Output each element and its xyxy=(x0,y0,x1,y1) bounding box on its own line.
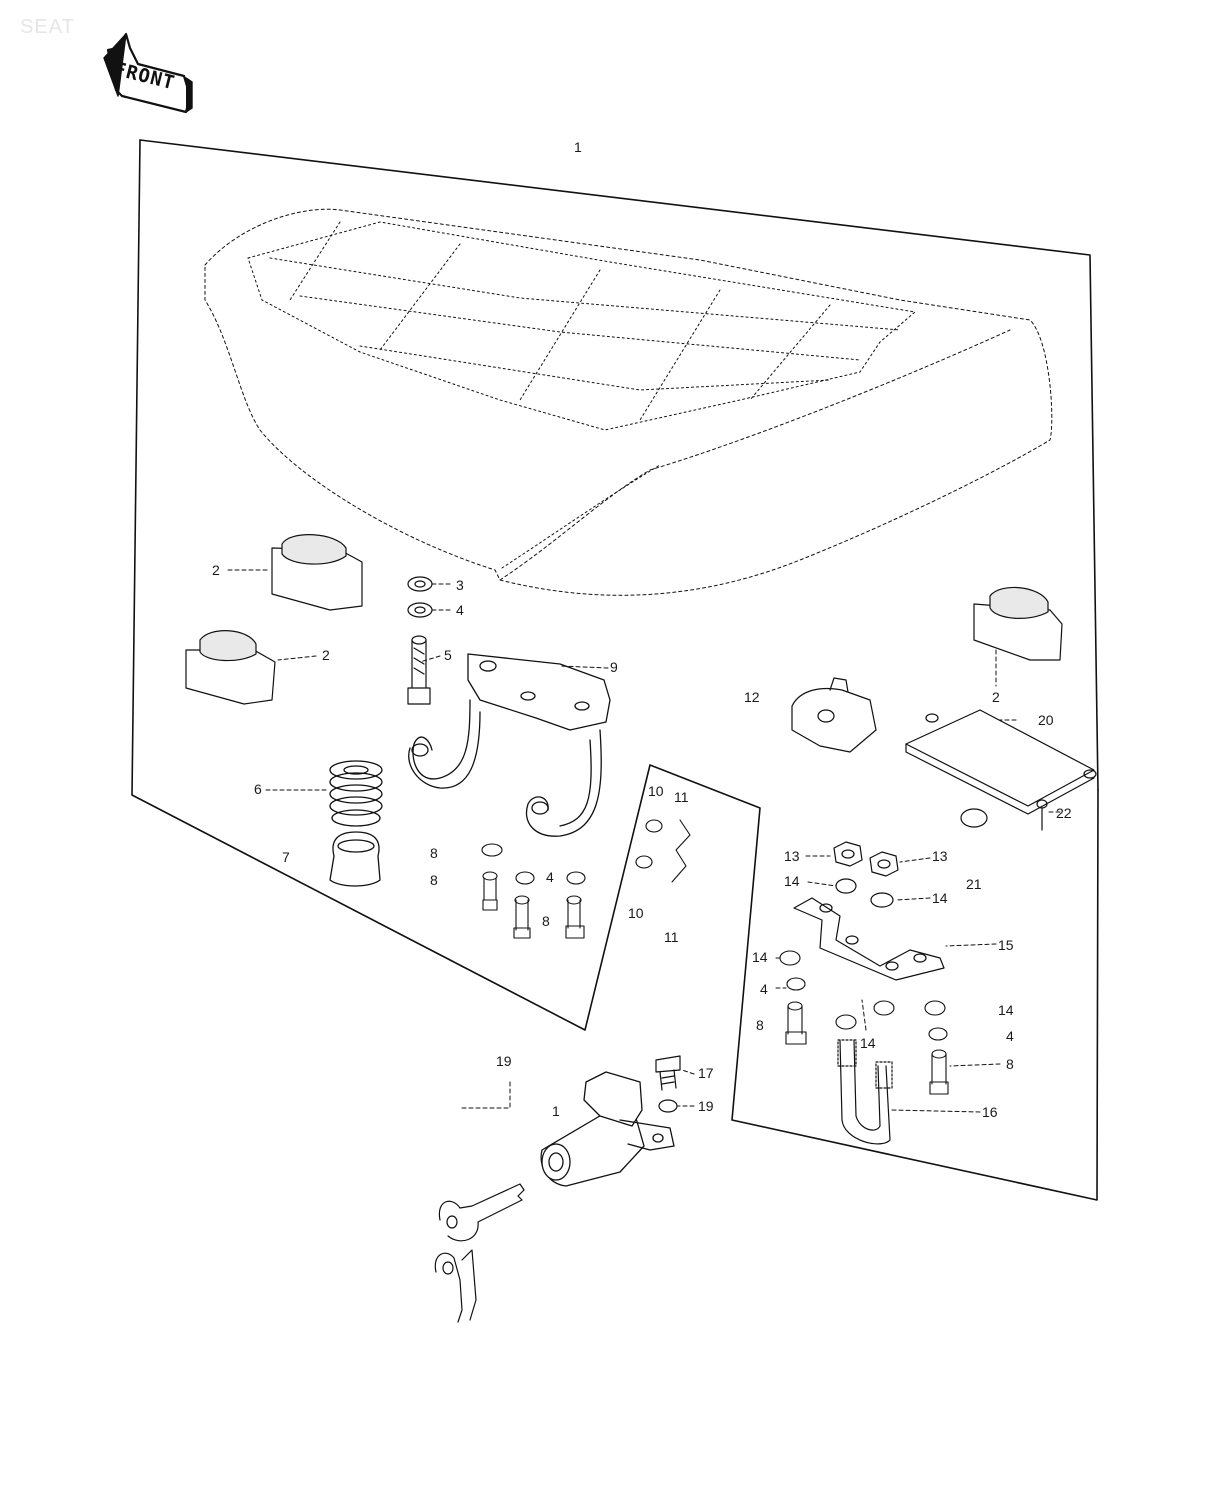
callout-14: 14 xyxy=(752,949,768,965)
bolt-icon xyxy=(407,635,431,705)
callout-16: 16 xyxy=(982,1104,998,1120)
callout-12: 12 xyxy=(744,689,760,705)
callout-13: 13 xyxy=(784,848,800,864)
callout-10: 10 xyxy=(628,905,644,921)
callout-4: 4 xyxy=(1006,1028,1014,1044)
u-bolt-icon xyxy=(837,1039,893,1145)
callout-22: 22 xyxy=(1056,805,1072,821)
callout-3: 3 xyxy=(456,577,464,593)
leader-lines xyxy=(227,569,1061,1113)
callout-8: 8 xyxy=(430,845,438,861)
hinge-bracket xyxy=(408,653,611,837)
callout-20: 20 xyxy=(1038,712,1054,728)
key-icon xyxy=(434,1183,525,1323)
callout-5: 5 xyxy=(444,647,452,663)
callout-8: 8 xyxy=(1006,1056,1014,1072)
callout-8: 8 xyxy=(430,872,438,888)
callout-9: 9 xyxy=(610,659,618,675)
callout-15: 15 xyxy=(998,937,1014,953)
callout-2: 2 xyxy=(212,562,220,578)
callout-19: 19 xyxy=(698,1098,714,1114)
bolt-icon xyxy=(655,1055,681,1113)
callout-4: 4 xyxy=(546,869,554,885)
callout-19: 19 xyxy=(496,1053,512,1069)
callout-14: 14 xyxy=(860,1035,876,1051)
callout-21: 21 xyxy=(966,876,982,892)
damper-rubber-icon xyxy=(271,534,363,611)
callout-13: 13 xyxy=(932,848,948,864)
callout-4: 4 xyxy=(456,602,464,618)
panel-main-outline xyxy=(139,139,1099,791)
callout-14: 14 xyxy=(784,873,800,889)
callout-8: 8 xyxy=(542,913,550,929)
washer-icon xyxy=(407,576,433,618)
callout-10: 10 xyxy=(648,783,664,799)
damper-rubber-icon xyxy=(185,630,276,705)
front-arrow-icon xyxy=(103,32,193,114)
callout-6: 6 xyxy=(254,781,262,797)
callout-11: 11 xyxy=(664,929,679,945)
helmet-lock-icon xyxy=(540,1071,675,1187)
damper-rubber-icon xyxy=(973,586,1063,661)
spring-icon xyxy=(329,760,383,827)
cap-icon xyxy=(329,831,381,887)
callout-7: 7 xyxy=(282,849,290,865)
callout-4: 4 xyxy=(760,981,768,997)
callout-14: 14 xyxy=(998,1002,1014,1018)
callout-17: 17 xyxy=(698,1065,714,1081)
callout-8: 8 xyxy=(756,1017,764,1033)
callout-1: 1 xyxy=(552,1103,560,1119)
callout-14: 14 xyxy=(932,890,948,906)
callout-2: 2 xyxy=(992,689,1000,705)
page-title: SEAT xyxy=(20,16,75,38)
callout-1: 1 xyxy=(574,139,582,155)
mount-bracket xyxy=(793,897,945,981)
callout-2: 2 xyxy=(322,647,330,663)
callout-11: 11 xyxy=(674,789,689,805)
fastener-icon xyxy=(635,819,691,883)
fastener-icon xyxy=(481,843,586,939)
nut-icon xyxy=(833,841,899,908)
panel-main-left xyxy=(131,139,1099,1201)
plate-icon xyxy=(905,709,1097,831)
seat-lock-icon xyxy=(791,677,877,753)
seat-assembly xyxy=(204,208,1053,596)
